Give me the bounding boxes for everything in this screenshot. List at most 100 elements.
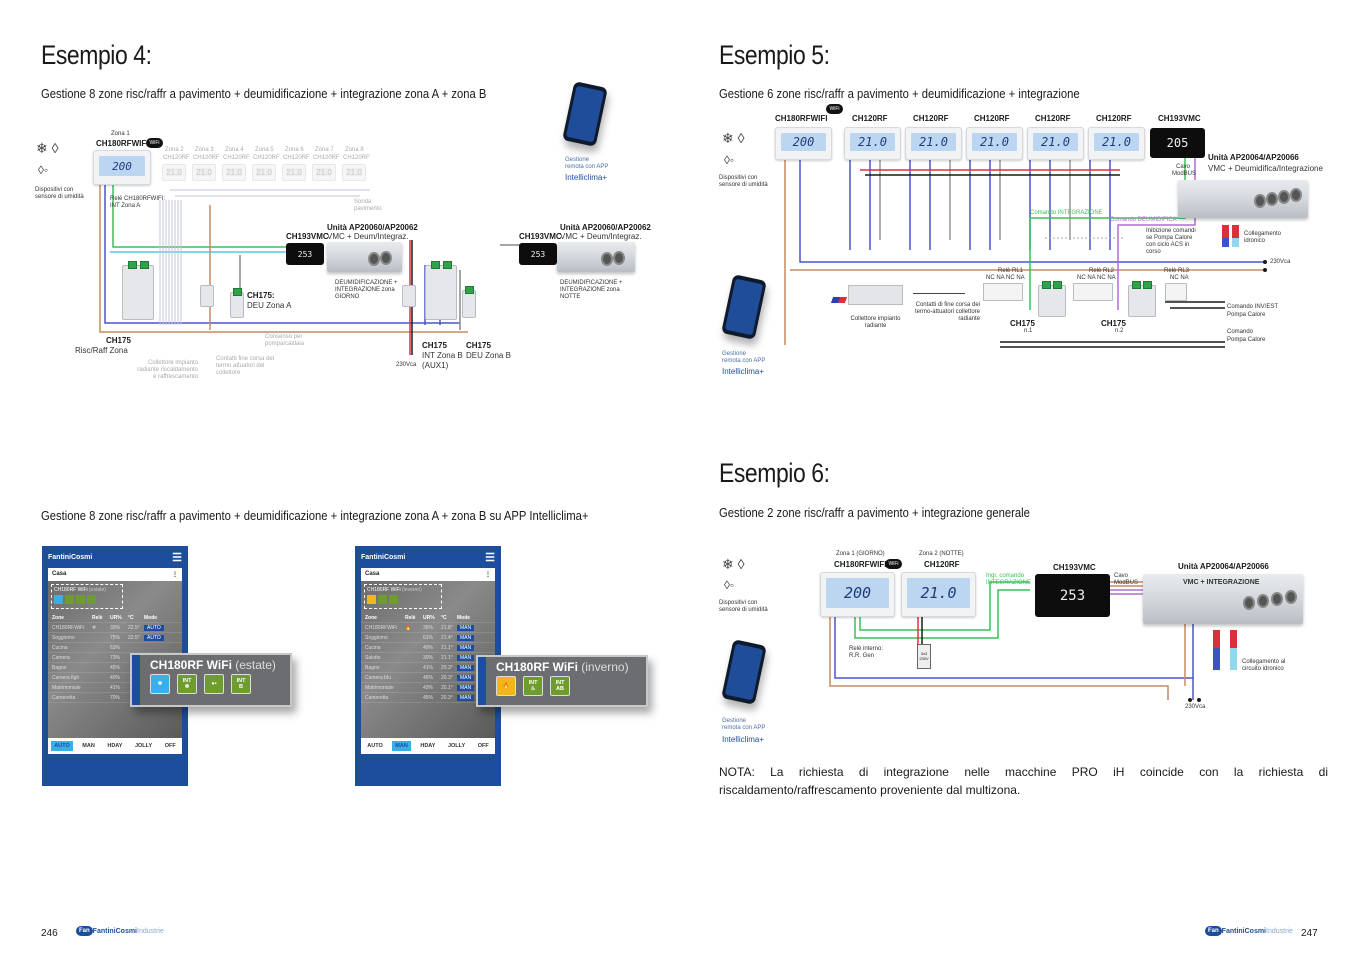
ch175-2-model: CH175: [1101, 319, 1126, 328]
relay-rl3-contacts: NC NA: [1170, 275, 1189, 281]
ch175-module: [462, 286, 476, 318]
table-cell: Cucina: [52, 644, 68, 651]
thermostat-model: CH180RFWIFI: [775, 114, 828, 123]
mode-button-off[interactable]: OFF: [477, 743, 489, 749]
unit-name: Unità AP20064/AP20066: [1178, 562, 1269, 571]
ch175-2-n: n.2: [1115, 328, 1124, 334]
mode-button-hday[interactable]: HDAY: [420, 743, 436, 749]
return-pipe-icon: [1232, 225, 1239, 247]
table-cell: MAN: [457, 634, 475, 641]
table-cell: Salotto: [365, 654, 381, 661]
table-cell: Bagno: [365, 664, 380, 671]
snowflake-humidity-icon: ❄ ◊: [722, 130, 745, 146]
table-row[interactable]: CH180RFWiFi❄39%22.5°AUTO: [48, 623, 182, 633]
drops-icon: ●•: [204, 674, 224, 694]
table-cell: Camera blu: [365, 674, 391, 681]
vmc-model: CH193VMC: [1053, 563, 1096, 572]
thermostat-model: CH120RF: [1096, 114, 1132, 123]
example4b-subtitle: Gestione 8 zone risc/raffr a pavimento +…: [41, 509, 589, 523]
zone1-thermostat: 200: [93, 150, 151, 185]
mode-button-auto[interactable]: AUTO: [51, 741, 73, 751]
table-cell: 70%: [110, 694, 121, 701]
table-cell: Soggiorno: [365, 634, 388, 641]
table-cell: 45%: [423, 694, 434, 701]
app-brand: FantiniCosmi: [361, 553, 406, 561]
modbus-cable-label: Cavo ModBUS: [1114, 573, 1139, 586]
zone-label: Zona 5: [255, 147, 274, 153]
zone-thermostat: 21.0: [222, 164, 246, 181]
table-cell: 21.4°: [441, 634, 453, 641]
zone1-model: CH180RFWIFI: [834, 560, 887, 569]
unit-label: VMC + INTEGRAZIONE: [1183, 579, 1260, 586]
popup-device: CH180RF WiFi: [150, 658, 232, 672]
device-card[interactable]: CH180RF WiFi (estate): [51, 584, 123, 609]
humidity-devices-label: Dispositivi con sensore di umidità: [719, 175, 768, 188]
relay-rl1-name: Relè RL1: [998, 268, 1024, 274]
wifi-icon: WiFi: [885, 559, 902, 569]
zone-thermostat: 21.0: [252, 164, 276, 181]
zone-label: Zona 2: [165, 147, 184, 153]
thermostat: 21.0: [844, 127, 901, 160]
location-select[interactable]: Casa: [52, 571, 67, 577]
table-cell: 40%: [423, 644, 434, 651]
unit-name: Unità AP20064/AP20066: [1208, 153, 1299, 162]
mode-button-jolly[interactable]: JOLLY: [447, 743, 466, 749]
int-flame-icon: INT♨: [523, 676, 543, 696]
device-card[interactable]: CH180RF WiFi (inverno): [364, 584, 442, 609]
mode-button-man[interactable]: MAN: [82, 743, 95, 749]
table-cell: 41%: [423, 664, 434, 671]
relay-rl1-contacts: NC NA NC NA: [986, 275, 1025, 281]
table-cell: 45%: [110, 664, 121, 671]
inibizione-label: Inibizione comandi se Pompa Calore con c…: [1146, 228, 1196, 255]
table-cell: Bagno: [52, 664, 67, 671]
relay-rl2-name: Relè RL2: [1089, 268, 1115, 274]
app-brand: FantiniCosmi: [48, 553, 93, 561]
mode-button-auto[interactable]: AUTO: [367, 743, 383, 749]
mode-button-hday[interactable]: HDAY: [107, 743, 123, 749]
mode-bar: AUTO MAN HDAY JOLLY OFF: [361, 738, 495, 754]
vmc-b-unit-image: [557, 242, 635, 272]
zone-model: CH120RF: [223, 155, 250, 161]
wifi-icon: WiFi: [826, 104, 843, 114]
ch175-int-b-desc: INT Zona B: [422, 351, 463, 360]
page-number-left: 246: [41, 928, 58, 939]
cmd-deumidifica-label: Comando DEUMIDIFICA: [1110, 217, 1177, 223]
menu-icon[interactable]: ☰: [485, 551, 495, 564]
mode-bar: AUTO MAN HDAY JOLLY OFF: [48, 738, 182, 754]
zone-label: Zona 6: [285, 147, 304, 153]
mode-button-off[interactable]: OFF: [164, 743, 176, 749]
unit-image: [1178, 180, 1308, 218]
ch175-1-model: CH175: [1010, 319, 1035, 328]
mode-button-man[interactable]: MAN: [392, 741, 411, 751]
collettore-label: Collettore impianto radiante: [850, 316, 901, 329]
app-note-line2: remota con APP: [565, 164, 609, 170]
menu-icon[interactable]: ☰: [172, 551, 182, 564]
table-cell: 43%: [423, 684, 434, 691]
ingr-label: Ingr. comando INTEGRAZIONE: [986, 573, 1032, 586]
app-note-line1: Gestione: [565, 157, 590, 163]
table-row[interactable]: CH180RFWiFi🔥36%21.8°MAN: [361, 623, 495, 633]
mode-button-jolly[interactable]: JOLLY: [134, 743, 153, 749]
wire-green: [112, 185, 290, 248]
table-cell: 36%: [423, 624, 434, 631]
location-select[interactable]: Casa: [365, 571, 380, 577]
table-cell: MAN: [457, 644, 475, 651]
table-cell: 75%: [110, 634, 121, 641]
table-row[interactable]: Bagno 45%: [48, 663, 182, 673]
cmd-integrazione-label: Comando INTEGRAZIONE: [1030, 210, 1103, 216]
vmc-b-display: 253: [519, 243, 557, 265]
